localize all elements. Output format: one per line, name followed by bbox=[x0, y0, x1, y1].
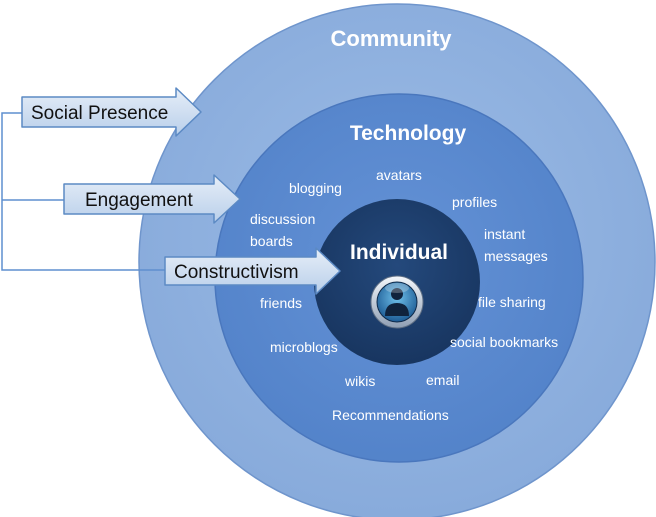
tech-item-instant: instant bbox=[484, 226, 525, 242]
arrow-connector bbox=[1, 112, 165, 271]
tech-item-microblogs: microblogs bbox=[270, 339, 338, 355]
tech-item-friends: friends bbox=[260, 295, 302, 311]
community-title: Community bbox=[331, 26, 453, 51]
tech-item-messages: messages bbox=[484, 248, 548, 264]
tech-item-discussion: discussion bbox=[250, 211, 315, 227]
technology-title: Technology bbox=[350, 122, 467, 145]
tech-item-blogging: blogging bbox=[289, 180, 342, 196]
constructivism-label: Constructivism bbox=[174, 262, 299, 283]
individual-title: Individual bbox=[350, 241, 448, 264]
engagement-arrow: Engagement bbox=[63, 174, 241, 224]
social-presence-label: Social Presence bbox=[31, 103, 168, 124]
tech-item-boards: boards bbox=[250, 233, 293, 249]
tech-item-social-bookmarks: social bookmarks bbox=[450, 334, 558, 350]
tech-item-profiles: profiles bbox=[452, 194, 497, 210]
social-presence-arrow: Social Presence bbox=[21, 87, 202, 137]
tech-item-wikis: wikis bbox=[344, 373, 375, 389]
tech-item-email: email bbox=[426, 372, 459, 388]
person-icon bbox=[370, 275, 424, 329]
tech-item-recommendations: Recommendations bbox=[332, 407, 449, 423]
technology-items: blogging avatars profiles discussion boa… bbox=[250, 167, 558, 423]
tech-item-file-sharing: file sharing bbox=[478, 294, 546, 310]
constructivism-arrow: Constructivism bbox=[164, 247, 341, 295]
tech-item-avatars: avatars bbox=[376, 167, 422, 183]
engagement-label: Engagement bbox=[85, 190, 193, 211]
